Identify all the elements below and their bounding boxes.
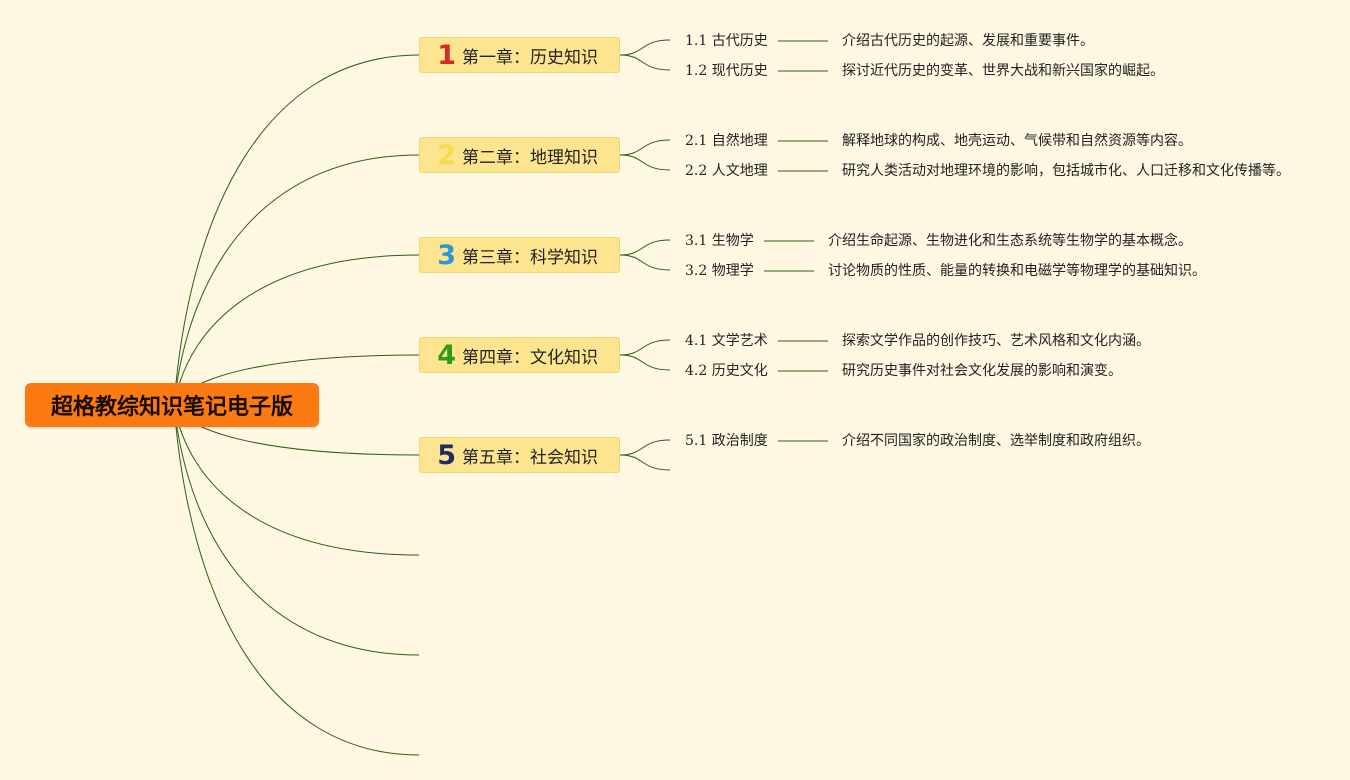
topic-desc-2-2[interactable]: 研究人类活动对地理环境的影响，包括城市化、人口迁移和文化传播等。 [842,163,1290,179]
topic-desc-2-1[interactable]: 解释地球的构成、地壳运动、气候带和自然资源等内容。 [842,133,1192,149]
branch-line-8 [173,404,420,756]
topic-branch-3-2 [619,254,671,271]
chapter-number-4: 4 [437,339,456,371]
chapter-number-1: 1 [437,39,456,71]
chapter-node-4[interactable]: 4 第四章：文化知识 [419,337,620,373]
topic-desc-5-1[interactable]: 介绍不同国家的政治制度、选举制度和政府组织。 [842,433,1150,449]
topic-label-2-2[interactable]: 2.2 人文地理 [685,163,768,179]
topic-desc-3-1[interactable]: 介绍生命起源、生物进化和生态系统等生物学的基本概念。 [828,233,1192,249]
chapter-node-5[interactable]: 5 第五章：社会知识 [419,437,620,473]
topic-branch-2-2 [619,154,671,171]
topic-desc-4-2[interactable]: 研究历史事件对社会文化发展的影响和演变。 [842,363,1122,379]
topic-branch-4-2 [619,354,671,371]
chapter-title-5: 第五章：社会知识 [462,447,598,468]
branch-line-3 [173,254,420,406]
topic-label-3-1[interactable]: 3.1 生物学 [685,233,754,249]
chapter-title-2: 第二章：地理知识 [462,147,598,168]
chapter-title-1: 第一章：历史知识 [462,47,598,68]
branch-line-1 [173,54,420,406]
topic-branch-3-1 [619,239,671,256]
chapter-title-4: 第四章：文化知识 [462,347,598,368]
topic-label-3-2[interactable]: 3.2 物理学 [685,263,754,279]
topic-desc-1-1[interactable]: 介绍古代历史的起源、发展和重要事件。 [842,33,1094,49]
topic-desc-4-1[interactable]: 探索文学作品的创作技巧、艺术风格和文化内涵。 [842,333,1150,349]
root-node[interactable]: 超格教综知识笔记电子版 [25,383,319,427]
chapter-number-2: 2 [437,139,456,171]
topic-branch-4-1 [619,339,671,356]
branch-line-2 [173,154,420,406]
chapter-title-3: 第三章：科学知识 [462,247,598,268]
topic-label-2-1[interactable]: 2.1 自然地理 [685,133,768,149]
root-title: 超格教综知识笔记电子版 [50,395,293,420]
topic-label-4-1[interactable]: 4.1 文学艺术 [685,333,768,349]
topic-branch-1-1 [619,39,671,56]
topic-label-1-2[interactable]: 1.2 现代历史 [685,63,768,79]
topic-branch-2-1 [619,139,671,156]
topic-label-4-2[interactable]: 4.2 历史文化 [685,363,768,379]
chapter-node-2[interactable]: 2 第二章：地理知识 [419,137,620,173]
topic-branch-5-1 [619,439,671,456]
chapter-node-1[interactable]: 1 第一章：历史知识 [419,37,620,73]
topic-label-1-1[interactable]: 1.1 古代历史 [685,33,768,49]
chapter-node-3[interactable]: 3 第三章：科学知识 [419,237,620,273]
branch-line-6 [173,404,420,556]
topic-desc-1-2[interactable]: 探讨近代历史的变革、世界大战和新兴国家的崛起。 [842,63,1164,79]
chapter-number-5: 5 [437,439,456,471]
topic-label-5-1[interactable]: 5.1 政治制度 [685,433,768,449]
topic-branch-5-2 [619,454,671,471]
topic-branch-1-2 [619,54,671,71]
chapter-number-3: 3 [437,239,456,271]
topic-desc-3-2[interactable]: 讨论物质的性质、能量的转换和电磁学等物理学的基础知识。 [828,263,1206,279]
branch-line-7 [173,404,420,656]
